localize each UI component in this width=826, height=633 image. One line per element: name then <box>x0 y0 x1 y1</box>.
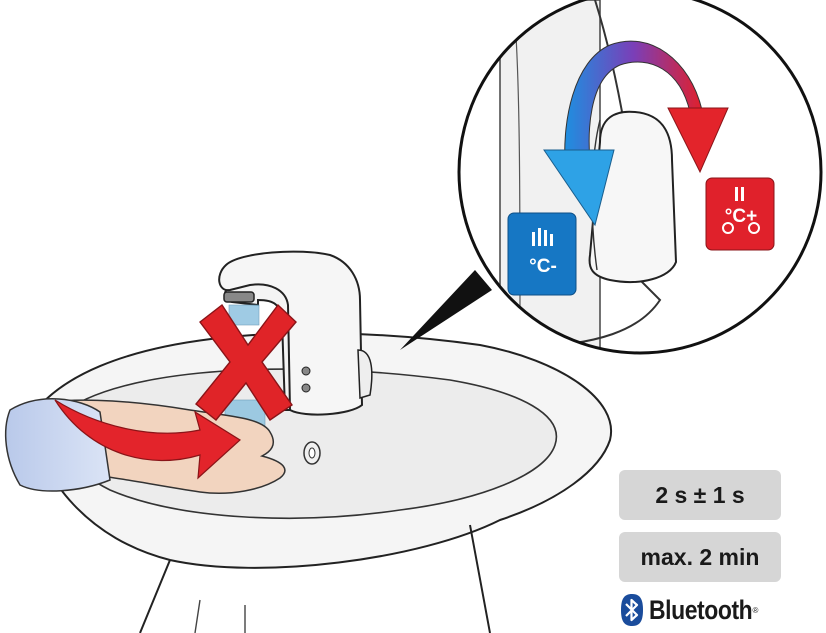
bluetooth-icon <box>620 593 644 627</box>
duration-label: 2 s ± 1 s <box>655 482 744 509</box>
cold-label: °C- <box>529 256 557 277</box>
duration-badge: 2 s ± 1 s <box>619 470 781 520</box>
cold-button: °C- <box>508 213 576 295</box>
hot-button: °C+ <box>706 178 774 250</box>
callout-pointer <box>400 270 492 350</box>
registered-mark: ® <box>752 606 758 615</box>
bluetooth-logo: Bluetooth ® <box>620 592 758 628</box>
max-time-badge: max. 2 min <box>619 532 781 582</box>
hot-label: °C+ <box>725 206 757 227</box>
bluetooth-wordmark: Bluetooth <box>649 595 752 626</box>
max-time-label: max. 2 min <box>641 544 760 571</box>
